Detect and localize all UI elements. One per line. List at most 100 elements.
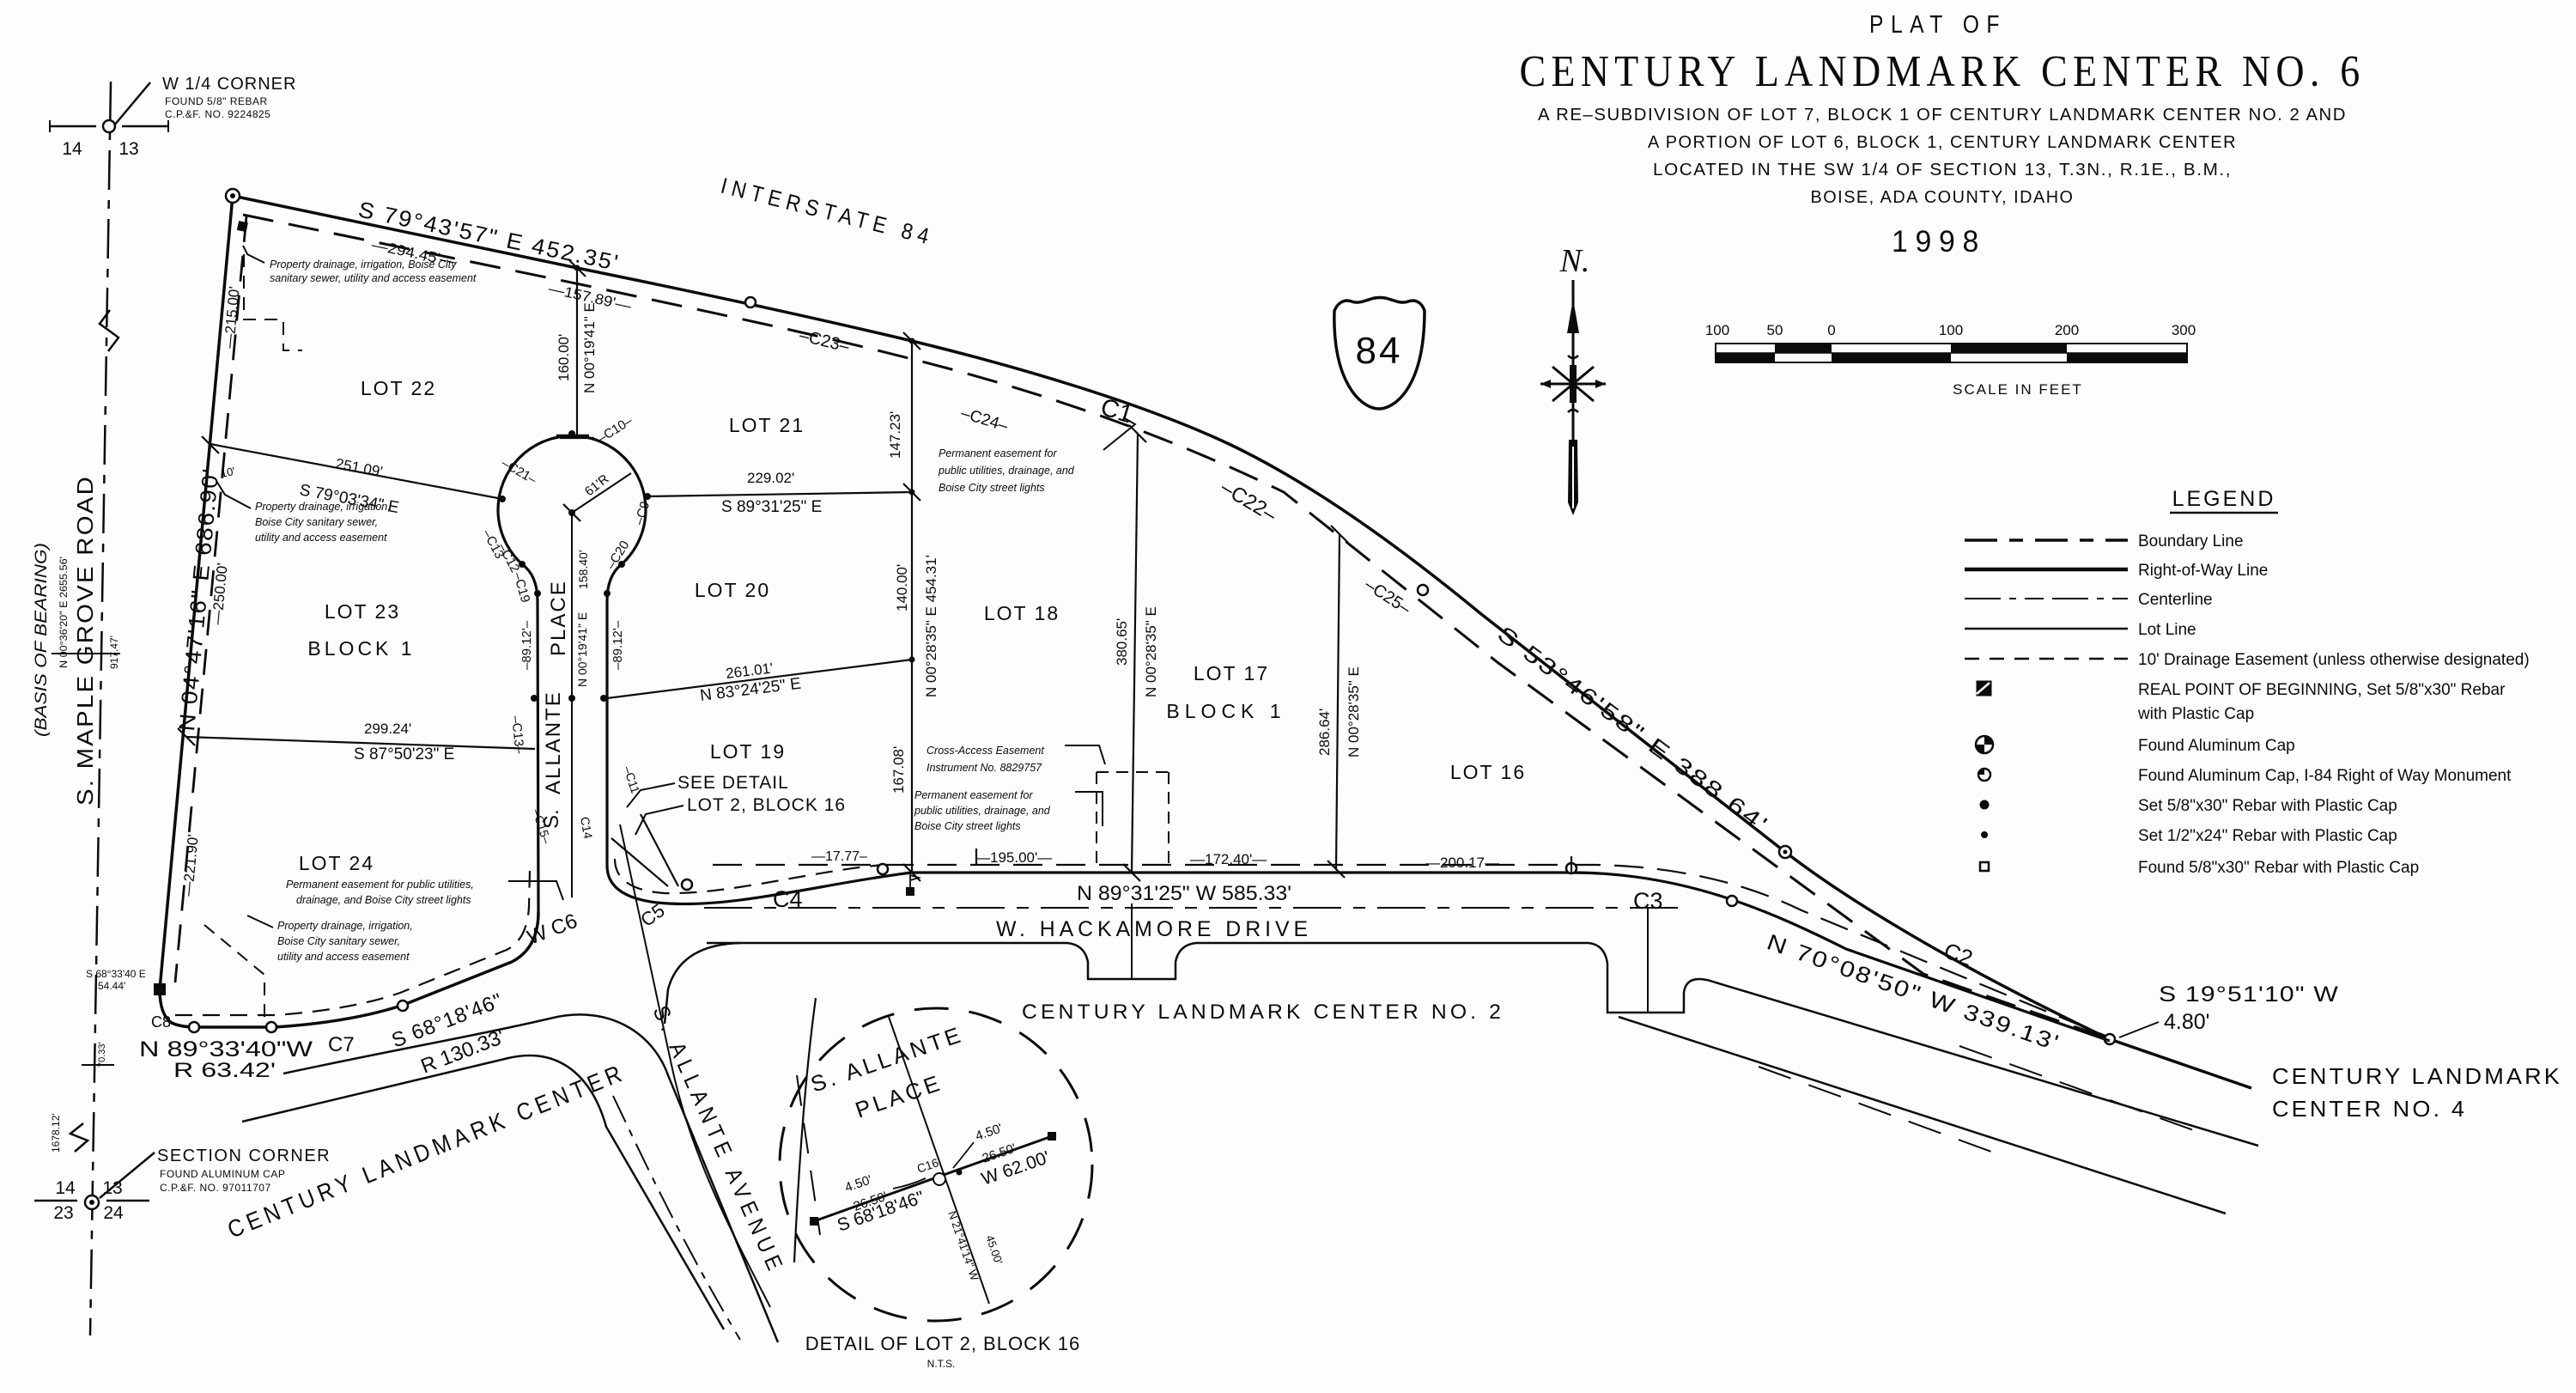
svg-text:CENTURY LANDMARK: CENTURY LANDMARK: [2272, 1063, 2562, 1089]
svg-text:BLOCK 1: BLOCK 1: [307, 637, 415, 660]
svg-text:N 00°28'35" E 454.31': N 00°28'35" E 454.31': [923, 555, 939, 697]
svg-text:Permanent easement for public: Permanent easement for public utilities,: [286, 879, 474, 891]
svg-text:W. HACKAMORE DRIVE: W. HACKAMORE DRIVE: [996, 917, 1312, 941]
svg-text:S 87°50'23" E: S 87°50'23" E: [354, 745, 454, 763]
svg-text:Set 5/8"x30" Rebar with Plasti: Set 5/8"x30" Rebar with Plastic Cap: [2138, 797, 2397, 815]
svg-text:LEGEND: LEGEND: [2172, 487, 2276, 511]
svg-text:167.08': 167.08': [890, 746, 907, 794]
svg-text:N 89°33'40"W: N 89°33'40"W: [139, 1037, 313, 1061]
svg-text:Lot Line: Lot Line: [2138, 621, 2196, 639]
svg-text:W 1/4 CORNER: W 1/4 CORNER: [162, 75, 296, 94]
svg-text:Property drainage, irrigation,: Property drainage, irrigation,: [255, 501, 391, 513]
svg-text:utility and access easement: utility and access easement: [255, 532, 387, 544]
svg-text:13: 13: [102, 1178, 122, 1198]
svg-text:Cross-Access Easement: Cross-Access Easement: [927, 745, 1044, 757]
svg-text:LOT 23: LOT 23: [325, 600, 400, 623]
svg-text:LOT 24: LOT 24: [299, 852, 374, 874]
svg-text:SEE DETAIL: SEE DETAIL: [677, 773, 789, 793]
svg-text:50: 50: [1767, 322, 1783, 338]
svg-text:13: 13: [118, 139, 138, 159]
svg-text:Right-of-Way Line: Right-of-Way Line: [2138, 562, 2268, 580]
svg-text:Property drainage, irrigation,: Property drainage, irrigation, Boise Cit…: [270, 259, 457, 271]
svg-text:(BASIS OF BEARING): (BASIS OF BEARING): [33, 543, 51, 737]
svg-text:C16: C16: [915, 1155, 941, 1176]
svg-text:100: 100: [1939, 322, 1963, 338]
svg-text:CENTURY LANDMARK CENTER NO. 6: CENTURY LANDMARK CENTER NO. 6: [1520, 47, 2366, 96]
svg-text:LOT 2, BLOCK 16: LOT 2, BLOCK 16: [687, 795, 846, 815]
svg-text:1678.12': 1678.12': [50, 1113, 62, 1153]
svg-text:—200.17—: —200.17—: [1425, 855, 1499, 871]
svg-text:CENTURY LANDMARK CENTER NO. 2: CENTURY LANDMARK CENTER NO. 2: [1022, 1001, 1504, 1024]
svg-text:LOT 22: LOT 22: [361, 377, 436, 399]
svg-text:–C13–: –C13–: [508, 715, 527, 755]
svg-text:ALLANTE: ALLANTE: [542, 690, 565, 794]
svg-text:S.: S.: [540, 809, 563, 829]
svg-text:299.24': 299.24': [364, 721, 411, 737]
svg-text:286.64': 286.64': [1316, 709, 1333, 756]
svg-text:14: 14: [62, 139, 82, 159]
svg-text:N 00°28'35" E: N 00°28'35" E: [1346, 666, 1362, 757]
svg-text:C4: C4: [773, 886, 803, 912]
svg-text:1998: 1998: [1892, 225, 1986, 259]
svg-text:drainage, and Boise City stree: drainage, and Boise City street lights: [296, 894, 471, 906]
svg-text:FOUND 5/8" REBAR: FOUND 5/8" REBAR: [165, 95, 268, 107]
svg-text:229.02': 229.02': [747, 470, 794, 486]
svg-text:N 89°31'25" W 585.33': N 89°31'25" W 585.33': [1077, 882, 1291, 905]
svg-text:R 63.42': R 63.42': [173, 1059, 276, 1082]
svg-text:380.65': 380.65': [1114, 618, 1130, 666]
svg-text:10': 10': [220, 465, 237, 480]
svg-text:C8: C8: [151, 1013, 171, 1031]
svg-text:S. MAPLE GROVE ROAD: S. MAPLE GROVE ROAD: [72, 475, 98, 806]
svg-text:SECTION CORNER: SECTION CORNER: [157, 1147, 331, 1165]
svg-text:N 00°28'35" E: N 00°28'35" E: [1143, 606, 1159, 697]
svg-text:C14: C14: [578, 816, 595, 840]
svg-text:utility and access easement: utility and access easement: [277, 951, 410, 963]
svg-text:—17.77–: —17.77–: [811, 849, 867, 864]
svg-text:public utilities, drainage, an: public utilities, drainage, and: [914, 805, 1051, 817]
svg-text:10' Drainage Easement (unless: 10' Drainage Easement (unless otherwise …: [2138, 651, 2530, 669]
svg-text:sanitary sewer, utility and ac: sanitary sewer, utility and access easem…: [270, 272, 477, 284]
svg-text:LOT 16: LOT 16: [1450, 761, 1526, 783]
svg-text:BOISE, ADA COUNTY, IDAHO: BOISE, ADA COUNTY, IDAHO: [1811, 188, 2075, 207]
svg-text:84: 84: [1356, 330, 1403, 372]
svg-text:FOUND ALUMINUM CAP: FOUND ALUMINUM CAP: [160, 1168, 285, 1180]
svg-text:C3: C3: [1633, 888, 1663, 914]
svg-text:14: 14: [55, 1178, 76, 1198]
svg-text:Permanent easement for: Permanent easement for: [939, 447, 1057, 459]
svg-text:with Plastic Cap: with Plastic Cap: [2137, 705, 2254, 723]
svg-text:A RE–SUBDIVISION OF LOT 7, BLO: A RE–SUBDIVISION OF LOT 7, BLOCK 1 OF CE…: [1538, 106, 2347, 125]
svg-text:Permanent easement for: Permanent easement for: [914, 789, 1033, 801]
svg-text:PLAT OF: PLAT OF: [1869, 11, 2007, 39]
svg-text:Found Aluminum Cap: Found Aluminum Cap: [2138, 737, 2295, 755]
svg-text:public utilities, drainage, an: public utilities, drainage, and: [938, 465, 1075, 477]
svg-text:Boise City sanitary sewer,: Boise City sanitary sewer,: [255, 516, 378, 528]
svg-text:LOT 18: LOT 18: [984, 602, 1060, 624]
svg-text:N 00°36'20" E 2655.56': N 00°36'20" E 2655.56': [59, 557, 70, 668]
svg-text:70.33': 70.33': [97, 1042, 107, 1068]
svg-text:N 00°19'41" E: N 00°19'41" E: [575, 612, 589, 687]
svg-text:300: 300: [2172, 322, 2196, 338]
svg-text:–89.12'–: –89.12'–: [519, 620, 534, 670]
svg-text:CENTER NO. 4: CENTER NO. 4: [2272, 1096, 2467, 1122]
svg-text:Boise City sanitary sewer,: Boise City sanitary sewer,: [277, 935, 400, 947]
svg-text:DETAIL OF LOT 2, BLOCK 16: DETAIL OF LOT 2, BLOCK 16: [805, 1333, 1080, 1354]
svg-text:Found 5/8"x30" Rebar with Plas: Found 5/8"x30" Rebar with Plastic Cap: [2138, 859, 2419, 877]
svg-text:140.00': 140.00': [894, 564, 910, 611]
svg-text:Found Aluminum Cap, I-84 Right: Found Aluminum Cap, I-84 Right of Way Mo…: [2138, 767, 2512, 785]
svg-text:Instrument No. 8829757: Instrument No. 8829757: [927, 762, 1042, 774]
svg-text:N.T.S.: N.T.S.: [927, 1358, 956, 1370]
svg-text:23: 23: [53, 1203, 73, 1223]
svg-text:SCALE IN FEET: SCALE IN FEET: [1953, 381, 2083, 398]
svg-text:200: 200: [2055, 322, 2079, 338]
svg-text:147.23': 147.23': [887, 411, 903, 459]
svg-text:C.P.&F. NO. 97011707: C.P.&F. NO. 97011707: [160, 1182, 271, 1194]
svg-text:Boise City street lights: Boise City street lights: [914, 820, 1021, 832]
svg-text:LOT 17: LOT 17: [1194, 662, 1269, 684]
svg-text:C7: C7: [328, 1033, 355, 1056]
svg-text:N 00°19'41" E: N 00°19'41" E: [581, 302, 598, 393]
svg-text:C.P.&F. NO. 9224825: C.P.&F. NO. 9224825: [165, 108, 270, 120]
svg-text:Boise City street lights: Boise City street lights: [939, 482, 1045, 494]
svg-text:S 19°51'10" W: S 19°51'10" W: [2159, 982, 2339, 1007]
svg-text:S 89°31'25" E: S 89°31'25" E: [721, 498, 822, 516]
svg-text:Centerline: Centerline: [2138, 591, 2213, 609]
